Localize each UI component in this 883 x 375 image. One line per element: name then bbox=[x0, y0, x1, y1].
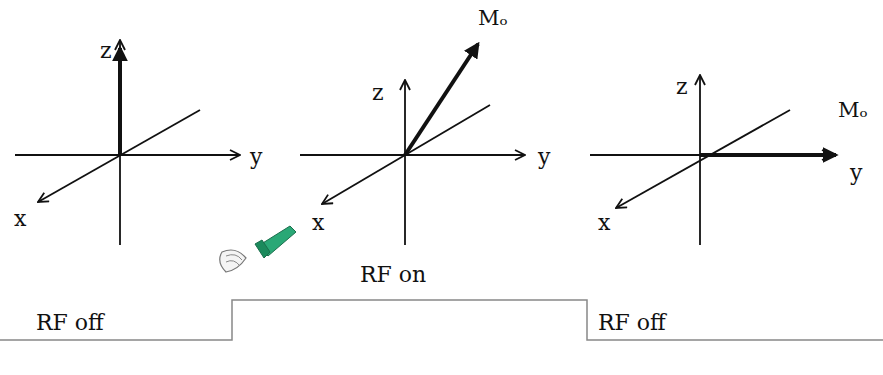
pulse-label: RF off bbox=[36, 312, 104, 334]
axis-label: z bbox=[676, 76, 688, 98]
axis-label: y bbox=[250, 146, 262, 168]
vector-label: Mₒ bbox=[838, 100, 868, 121]
axis-label: z bbox=[372, 82, 384, 104]
axes-frame bbox=[15, 40, 240, 245]
axis-label: y bbox=[850, 162, 862, 184]
axes-frame bbox=[300, 44, 525, 245]
pulse-label: RF off bbox=[598, 312, 666, 334]
axis-label: x bbox=[312, 212, 324, 234]
pulse-label: RF on bbox=[360, 264, 426, 286]
rf-coil-icon bbox=[220, 226, 296, 272]
axis-label: x bbox=[598, 212, 610, 234]
axis-label: y bbox=[538, 146, 550, 168]
axes-frame bbox=[590, 75, 836, 245]
vector-label: Mₒ bbox=[478, 8, 508, 29]
axis-label: z bbox=[100, 40, 112, 62]
rf-pulse-line bbox=[0, 300, 883, 340]
axis-label: x bbox=[14, 208, 26, 230]
